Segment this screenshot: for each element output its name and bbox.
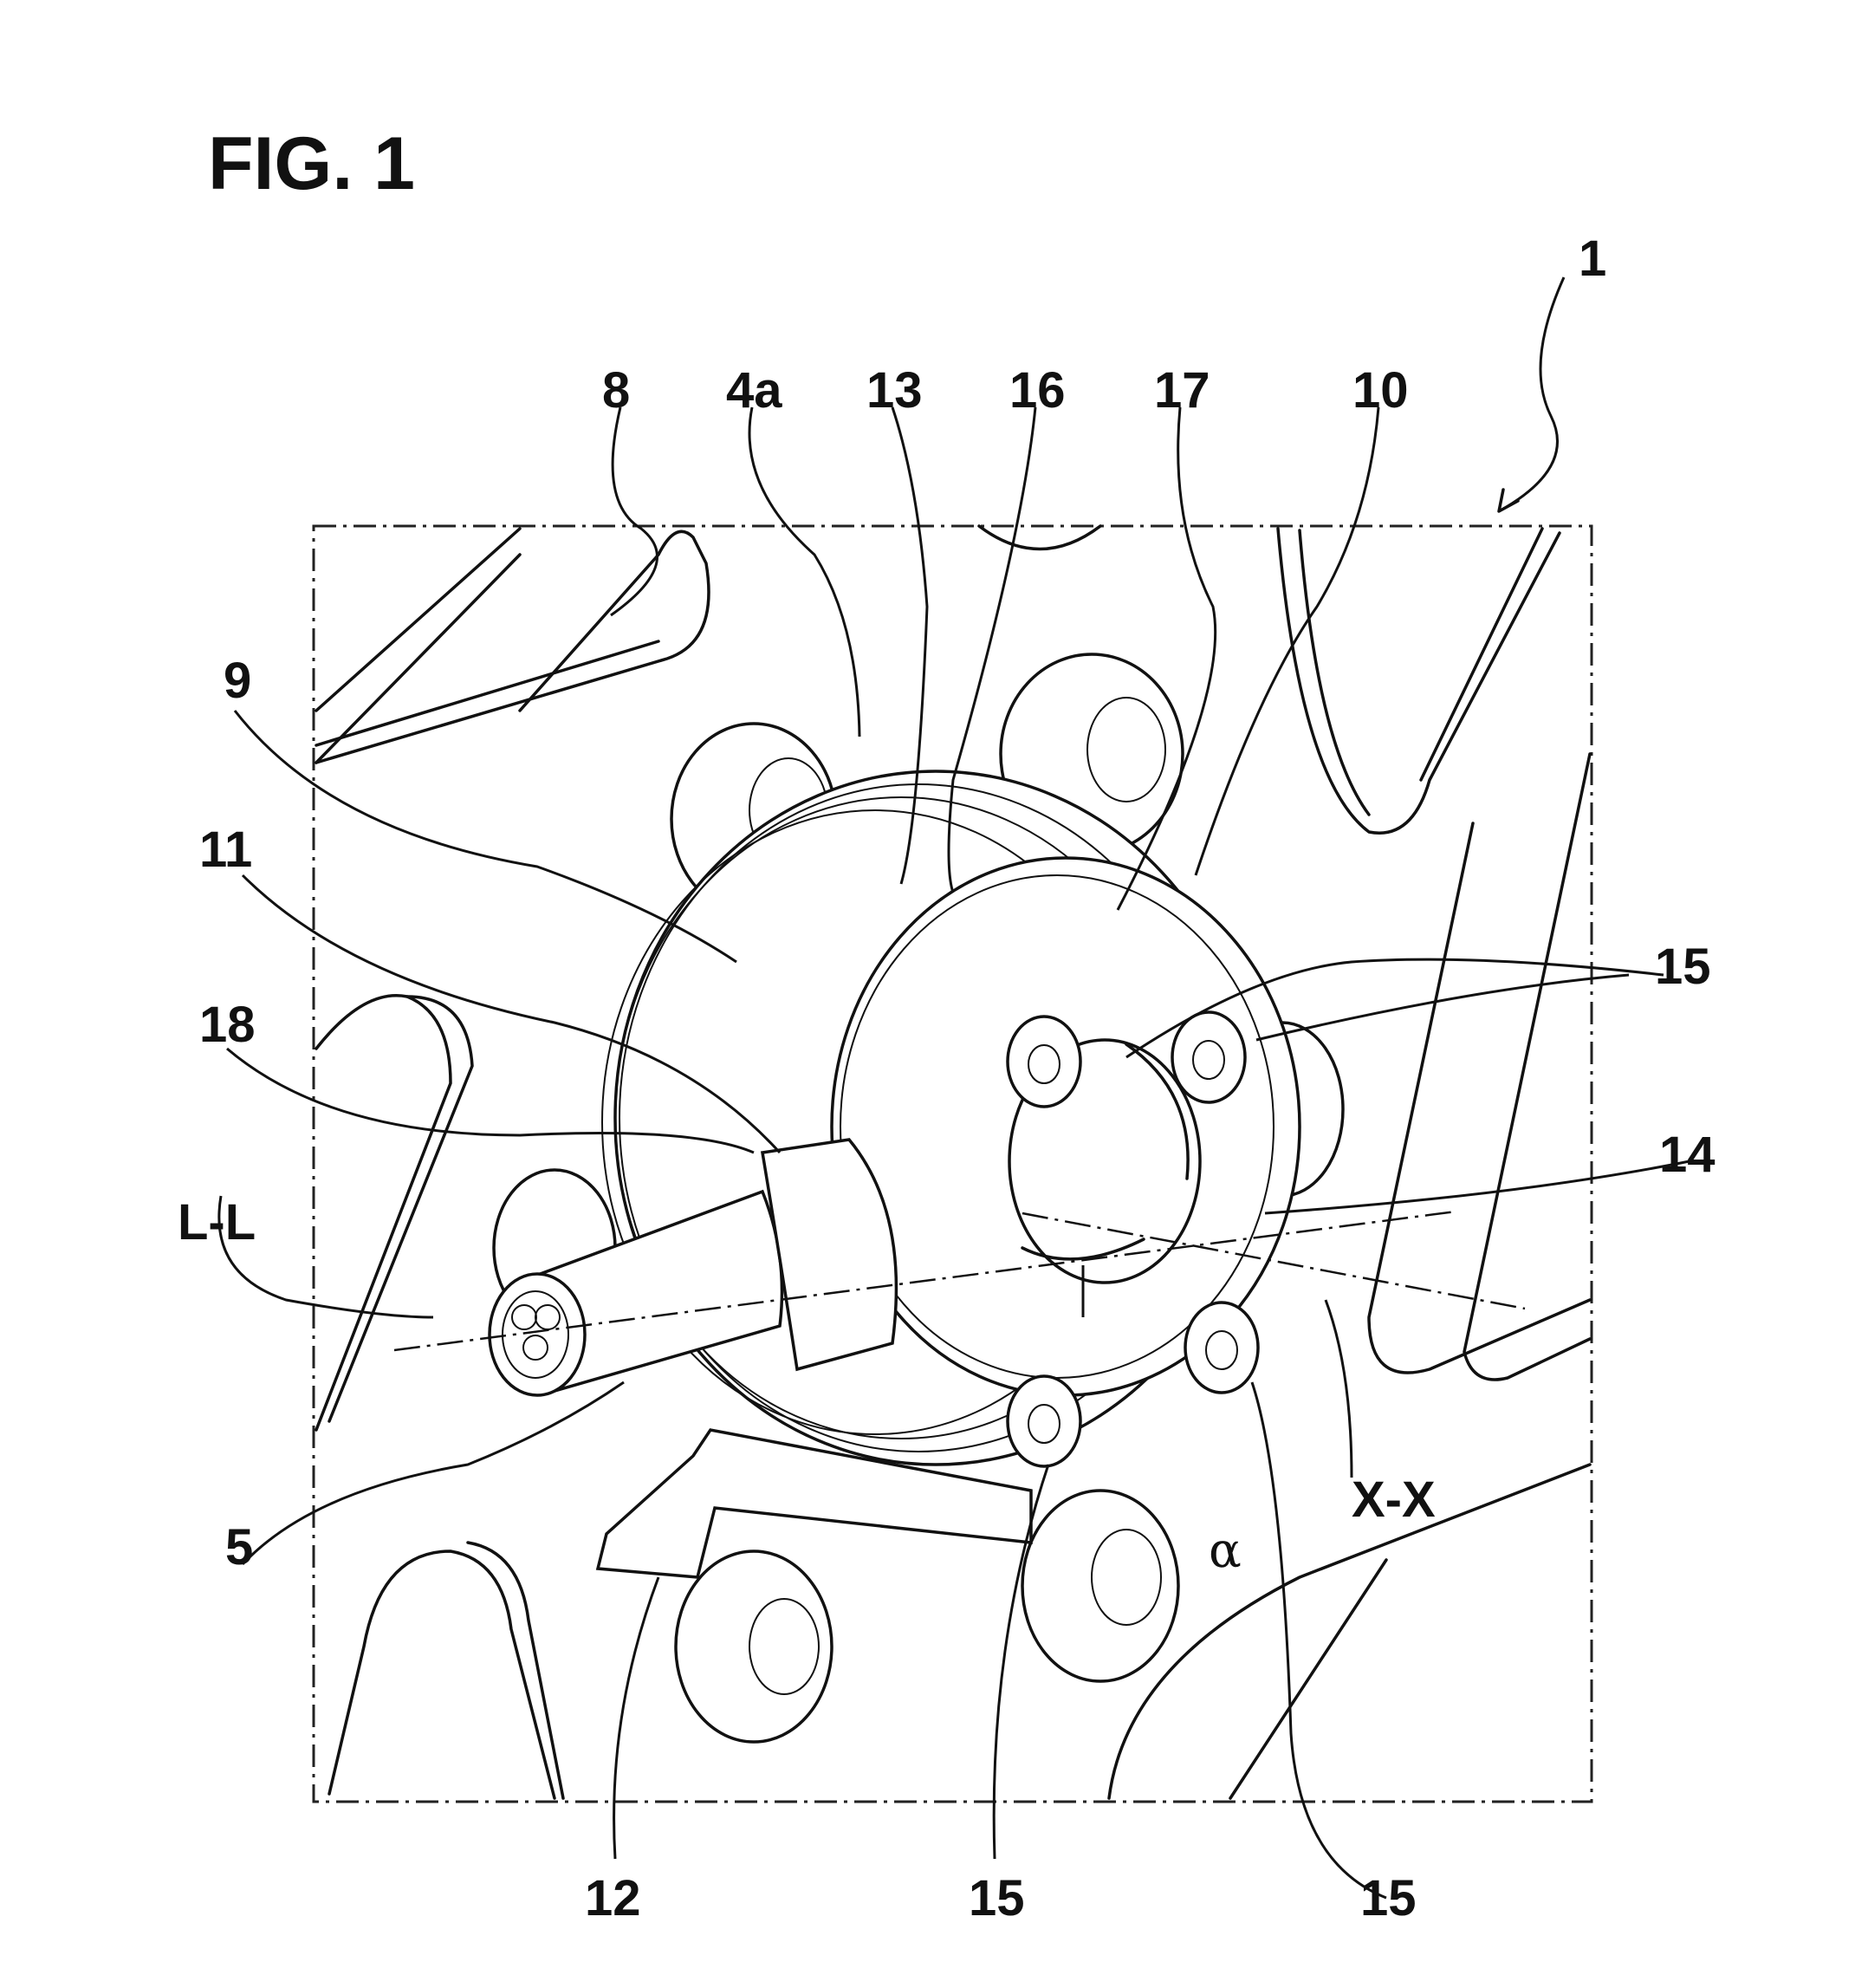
label-18: 18 <box>199 997 256 1053</box>
alpha-arc <box>1021 1238 1145 1261</box>
label-10: 10 <box>1352 362 1409 419</box>
bracket <box>595 1428 1033 1579</box>
axis-LL <box>393 1210 1526 1352</box>
label-11: 11 <box>199 822 252 878</box>
label-12: 12 <box>585 1870 641 1926</box>
figure-title: FIG. 1 <box>208 122 415 205</box>
label-1: 1 <box>1579 231 1606 287</box>
label-X-X: X-X <box>1352 1472 1436 1528</box>
reference-labels: 1 8 4a 13 16 17 10 9 11 18 15 14 L-L X-X… <box>178 231 1716 1926</box>
label-16: 16 <box>1009 362 1066 419</box>
leader-lines <box>217 276 1690 1900</box>
label-17: 17 <box>1154 362 1210 419</box>
label-4a: 4a <box>726 362 782 419</box>
label-13: 13 <box>866 362 923 419</box>
background-plate <box>315 524 1592 1800</box>
label-5: 5 <box>225 1519 253 1575</box>
ref-1-arrowhead <box>1497 488 1520 513</box>
label-9: 9 <box>224 653 251 709</box>
connector-shaft <box>488 1138 898 1397</box>
section-frame <box>312 524 1593 1803</box>
label-L-L: L-L <box>178 1194 256 1251</box>
label-15-upper: 15 <box>1655 939 1711 995</box>
label-8: 8 <box>602 362 630 419</box>
label-15-bottom: 15 <box>969 1870 1025 1926</box>
label-14: 14 <box>1659 1127 1716 1183</box>
label-15-right: 15 <box>1360 1870 1417 1926</box>
label-alpha: α <box>1209 1523 1242 1579</box>
cap-screws <box>1006 1010 1260 1468</box>
